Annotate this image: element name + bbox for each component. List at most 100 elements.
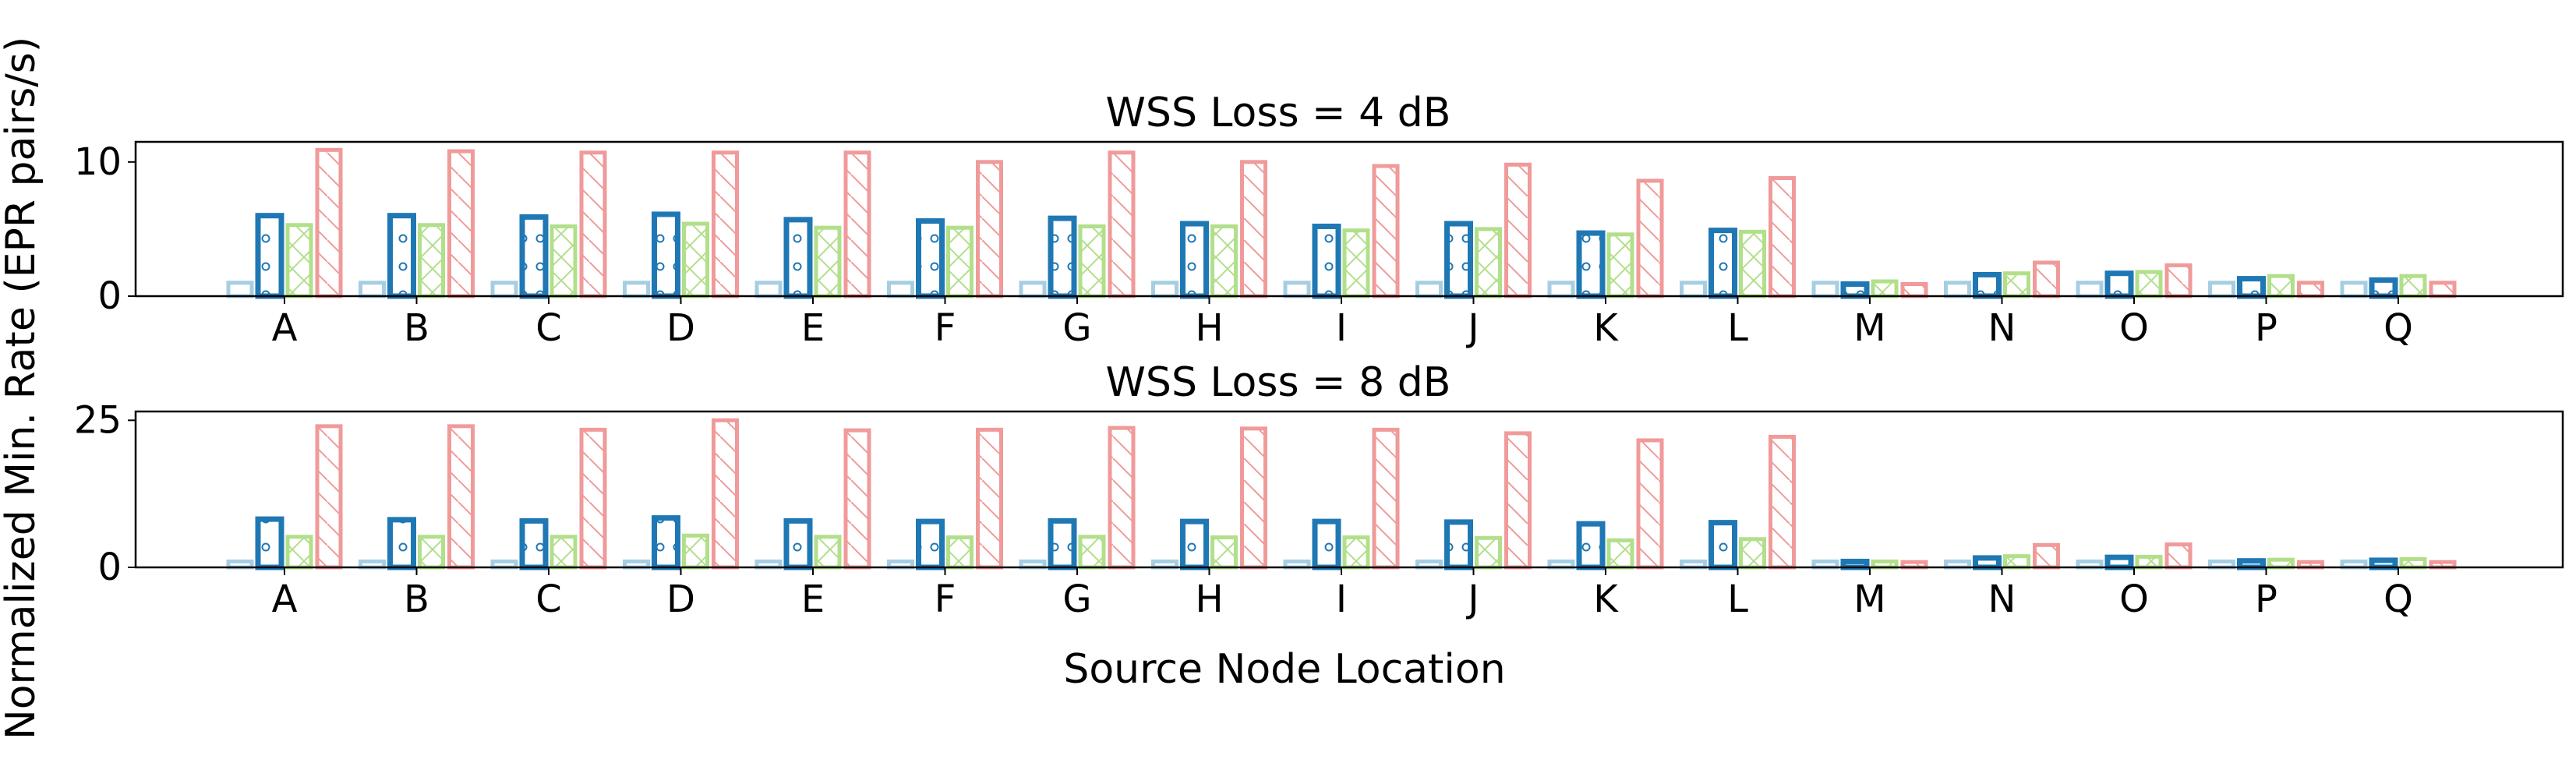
x-tick-label: G: [1062, 577, 1091, 621]
bar-series-4-B: [447, 149, 475, 298]
bar-series-4-I: [1372, 164, 1400, 298]
bar-series-1-H: [1151, 281, 1178, 298]
bar-series-2-D: [652, 211, 680, 299]
bar-series-1-C: [490, 281, 518, 298]
x-tick-label: F: [935, 306, 956, 350]
bar-series-3-G: [1078, 535, 1106, 570]
x-tick-label: A: [272, 577, 298, 621]
x-tick-label: K: [1593, 306, 1619, 350]
bar-series-4-H: [1240, 160, 1267, 298]
y-tick-label: 25: [74, 398, 122, 442]
x-tick-label: G: [1062, 306, 1091, 350]
bar-series-1-D: [623, 281, 650, 298]
bar-series-2-J: [1444, 519, 1473, 570]
bar-series-4-B: [447, 424, 475, 570]
bar-series-4-G: [1108, 426, 1136, 570]
subplot-title: WSS Loss = 4 dB: [1106, 90, 1451, 136]
x-tick-label: H: [1195, 306, 1223, 350]
bar-series-3-N: [2003, 271, 2030, 298]
bar-series-4-N: [2033, 542, 2060, 570]
bar-series-2-A: [255, 213, 284, 299]
plot-frame: [134, 410, 2564, 569]
x-tick-label: M: [1853, 577, 1885, 621]
bar-series-4-D: [712, 418, 739, 570]
x-tick-label: Q: [2383, 577, 2413, 621]
bar-series-2-K: [1576, 230, 1606, 299]
bar-series-2-B: [387, 213, 416, 299]
bar-series-3-A: [285, 223, 313, 298]
bar-series-1-K: [1547, 281, 1575, 298]
x-tick-label: C: [535, 306, 562, 350]
bar-series-2-I: [1312, 518, 1341, 570]
bar-series-3-O: [2135, 554, 2163, 570]
x-axis-label: Source Node Location: [1063, 646, 1505, 693]
bar-series-3-C: [549, 535, 578, 570]
bar-series-1-O: [2076, 281, 2104, 298]
bar-series-3-Q: [2399, 274, 2427, 298]
bar-series-2-F: [916, 518, 945, 570]
bar-series-4-D: [712, 150, 739, 298]
bar-series-2-J: [1444, 221, 1473, 299]
bar-series-3-C: [549, 224, 578, 298]
bar-series-4-A: [315, 424, 343, 570]
x-tick-label: B: [404, 306, 429, 350]
bar-series-3-B: [418, 535, 445, 570]
bar-series-4-J: [1504, 431, 1532, 570]
bar-series-3-N: [2003, 554, 2030, 570]
bar-series-1-P: [2208, 281, 2235, 298]
bar-series-3-D: [682, 221, 709, 298]
bar-series-3-H: [1210, 535, 1238, 570]
bar-series-4-L: [1769, 434, 1796, 570]
bar-series-2-Q: [2369, 277, 2398, 299]
bar-series-3-I: [1342, 535, 1370, 570]
bar-series-4-E: [843, 428, 871, 570]
bar-series-4-J: [1504, 162, 1532, 298]
bar-series-2-G: [1048, 517, 1077, 570]
bar-series-2-I: [1312, 223, 1341, 299]
bar-series-3-G: [1078, 224, 1106, 298]
x-tick-label: A: [272, 306, 298, 350]
bar-series-1-F: [887, 281, 914, 298]
y-tick-label: 0: [97, 274, 122, 318]
y-tick-label: 10: [74, 140, 122, 184]
bar-series-2-G: [1048, 215, 1077, 299]
x-tick-label: B: [404, 577, 429, 621]
bar-series-4-L: [1769, 175, 1796, 298]
bar-series-4-P: [2297, 281, 2324, 298]
x-tick-label: Q: [2383, 306, 2413, 350]
bar-series-3-Q: [2399, 556, 2427, 570]
x-tick-label: F: [935, 577, 956, 621]
bar-series-3-F: [946, 535, 974, 570]
bar-series-2-C: [519, 214, 549, 299]
x-tick-label: L: [1727, 577, 1748, 621]
bar-series-4-O: [2164, 542, 2193, 570]
bar-series-3-D: [682, 533, 709, 570]
bar-series-2-N: [1973, 555, 2002, 570]
bar-series-4-H: [1240, 426, 1267, 570]
bar-series-3-B: [418, 223, 445, 298]
bar-series-3-J: [1475, 535, 1502, 570]
bar-series-2-A: [255, 516, 284, 570]
bar-series-2-F: [916, 218, 945, 299]
bar-series-1-N: [1944, 281, 1971, 298]
bar-series-4-I: [1372, 427, 1400, 570]
bar-series-1-L: [1680, 281, 1707, 298]
x-tick-label: P: [2255, 306, 2277, 350]
bar-series-1-A: [226, 281, 254, 298]
bar-series-3-I: [1342, 228, 1370, 298]
bar-series-1-M: [1811, 281, 1839, 298]
bar-series-4-F: [976, 427, 1003, 570]
bar-group: [226, 147, 2457, 299]
bar-series-2-H: [1180, 221, 1209, 299]
bar-group: [226, 418, 2457, 570]
y-tick-label: 0: [97, 546, 122, 589]
bar-series-4-C: [579, 427, 607, 570]
bar-series-2-H: [1180, 518, 1209, 570]
bar-series-3-F: [946, 225, 974, 298]
bar-series-1-Q: [2340, 281, 2368, 298]
x-tick-label: E: [801, 306, 825, 350]
bar-series-3-L: [1739, 537, 1766, 570]
